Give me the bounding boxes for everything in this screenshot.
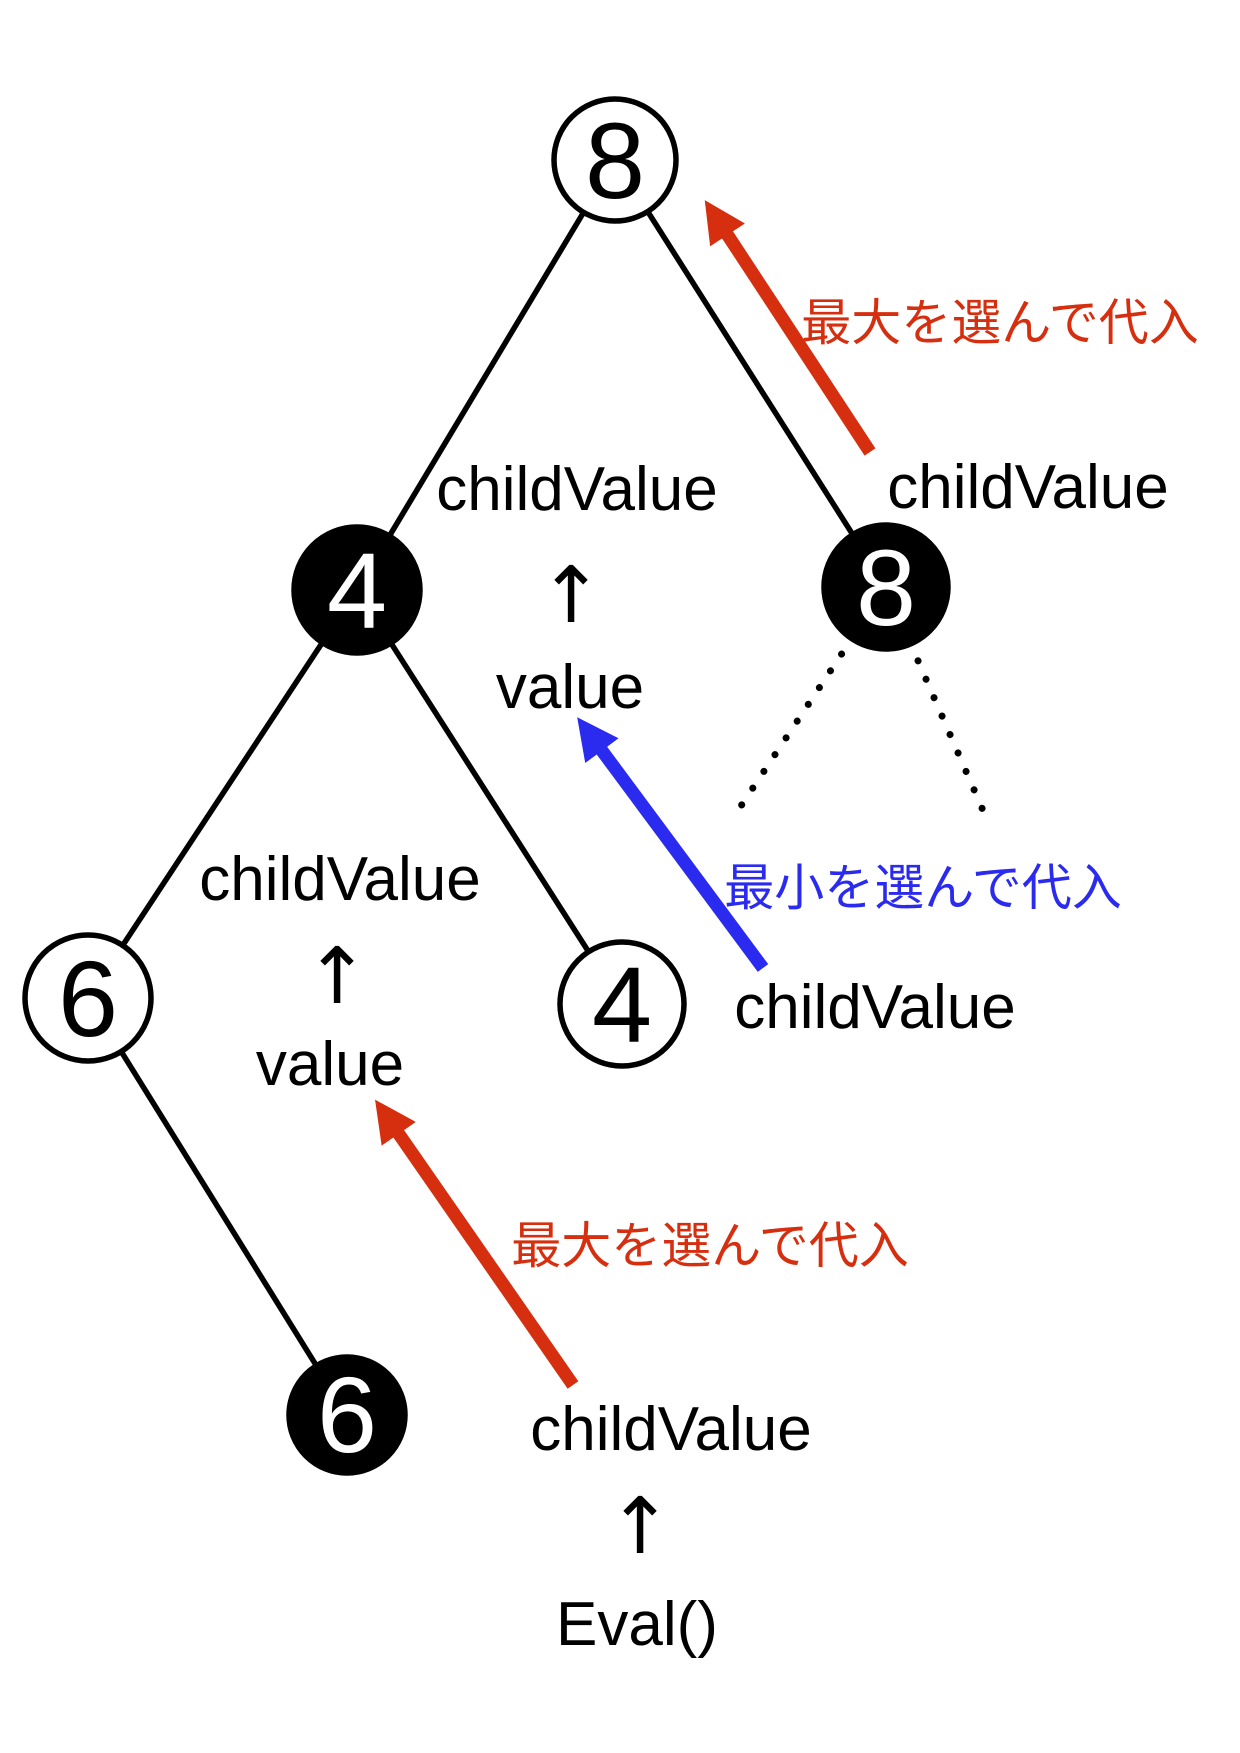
node-level2-right-circle [557,939,687,1069]
edge-grandchild-to-leaf [85,996,350,1417]
node-level1-left: 4 [291,524,423,656]
max-assign-arrow-top [704,200,876,456]
node-level2-left-value: 6 [58,938,118,1059]
childvalue-label-mid-right: childValue [734,973,1015,1042]
node-level1-left-circle [291,524,423,656]
childvalue-label-upper-right: childValue [887,453,1168,522]
childvalue-label-bottom: childValue [530,1395,811,1464]
node-root: 8 [551,96,679,224]
value-label-lower: value [256,1030,404,1099]
node-leaf: 6 [286,1354,408,1476]
node-level2-right: 4 [557,939,687,1069]
node-root-circle [551,96,679,224]
node-level1-right: 8 [821,522,951,652]
up-arrow-icon-bottom: ↑ [607,1482,672,1572]
node-level2-right-value: 4 [592,944,652,1065]
node-level1-left-value: 4 [327,530,387,651]
node-root-value: 8 [585,100,645,221]
select-max-annotation-bottom: 最大を選んで代入 [511,1218,909,1274]
edge-left-to-grandchild-left [85,588,360,1000]
node-leaf-value: 6 [317,1354,377,1475]
edge-root-to-left-child [354,158,618,592]
node-level1-right-value: 8 [856,527,916,648]
max-assign-arrow-bottom [375,1099,579,1389]
childvalue-label-lower-left: childValue [199,845,480,914]
eval-label: Eval() [556,1590,718,1659]
min-assign-arrow [577,717,769,972]
edge-left-to-grandchild-right [354,588,625,1006]
node-level2-left-circle [22,932,154,1064]
up-arrow-icon-middle: ↑ [304,932,369,1022]
node-level2-left: 6 [22,932,154,1064]
select-min-annotation: 最小を選んで代入 [724,860,1122,916]
node-level1-right-circle [821,522,951,652]
value-label-upper: value [496,653,644,722]
up-arrow-icon-upper: ↑ [538,551,603,641]
edge-root-to-right-child [612,158,889,589]
childvalue-label-upper-middle: childValue [436,455,717,524]
select-max-annotation-top: 最大を選んで代入 [801,295,1199,351]
node-leaf-circle [286,1354,408,1476]
